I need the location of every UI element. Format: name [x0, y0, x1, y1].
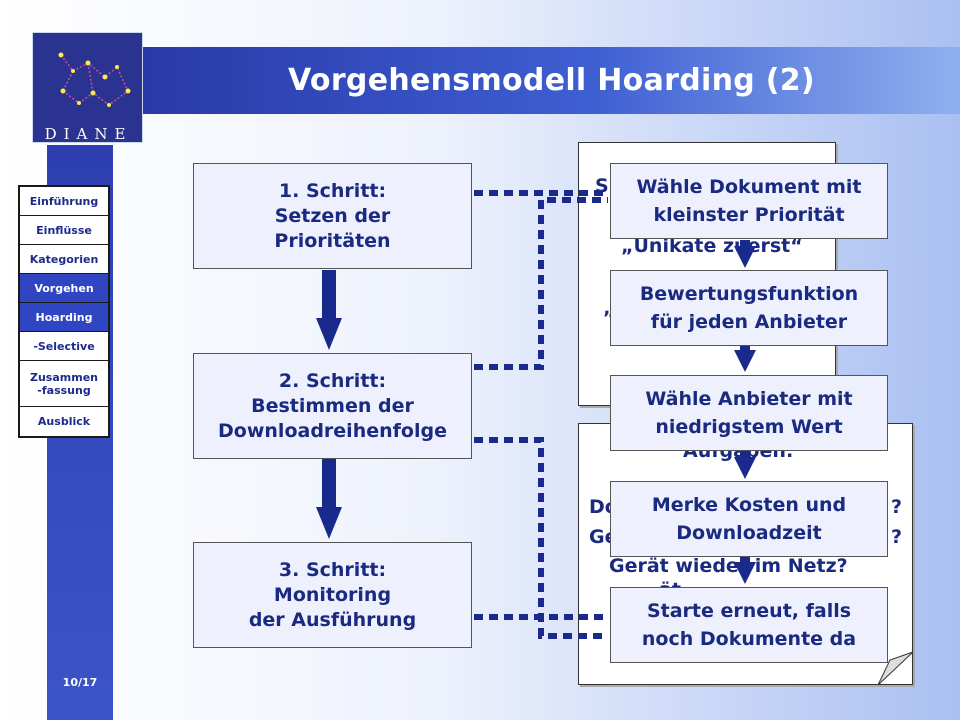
action-select-provider: Wähle Anbieter mit niedrigstem Wert	[610, 375, 888, 451]
nav-item-vorgehen[interactable]: Vorgehen	[20, 274, 108, 303]
action-select-document: Wähle Dokument mit kleinster Priorität	[610, 163, 888, 239]
nav-item-kategorien[interactable]: Kategorien	[20, 245, 108, 274]
section-nav: Einführung Einflüsse Kategorien Vorgehen…	[18, 185, 110, 438]
action-rating-function: Bewertungsfunktion für jeden Anbieter	[610, 270, 888, 346]
nav-item-zusammenfassung[interactable]: Zusammen -fassung	[20, 361, 108, 407]
title-bar	[143, 47, 960, 114]
step-3-box: 3. Schritt: Monitoring der Ausführung	[193, 542, 472, 648]
constellation-icon	[58, 52, 131, 107]
action-remember-costs: Merke Kosten und Downloadzeit	[610, 481, 888, 557]
step-2-box: 2. Schritt: Bestimmen der Downloadreihen…	[193, 353, 472, 459]
doc-lower-fragment-geraet: Gerät wieder im Netz?	[609, 555, 848, 577]
logo-text: DIANE	[44, 125, 133, 143]
nav-item-hoarding[interactable]: Hoarding	[20, 303, 108, 332]
doc-lower-fragment-q2: ?	[891, 526, 903, 548]
step-1-box: 1. Schritt: Setzen der Prioritäten	[193, 163, 472, 269]
doc-upper-fragment-2: „Unikate zuerst“	[621, 235, 803, 257]
nav-item-einfluesse[interactable]: Einflüsse	[20, 216, 108, 245]
action-restart: Starte erneut, falls noch Dokumente da	[610, 587, 888, 663]
doc-lower-fragment-q1: ?	[891, 496, 903, 518]
nav-item-ausblick[interactable]: Ausblick	[37, 415, 91, 428]
nav-item-selective[interactable]: -Selective	[20, 332, 108, 361]
nav-item-einfuehrung[interactable]: Einführung	[20, 187, 108, 216]
page-number: 10/17	[62, 676, 98, 689]
page-title: Vorgehensmodell Hoarding (2)	[288, 63, 815, 98]
diane-logo: DIANE	[32, 32, 143, 143]
